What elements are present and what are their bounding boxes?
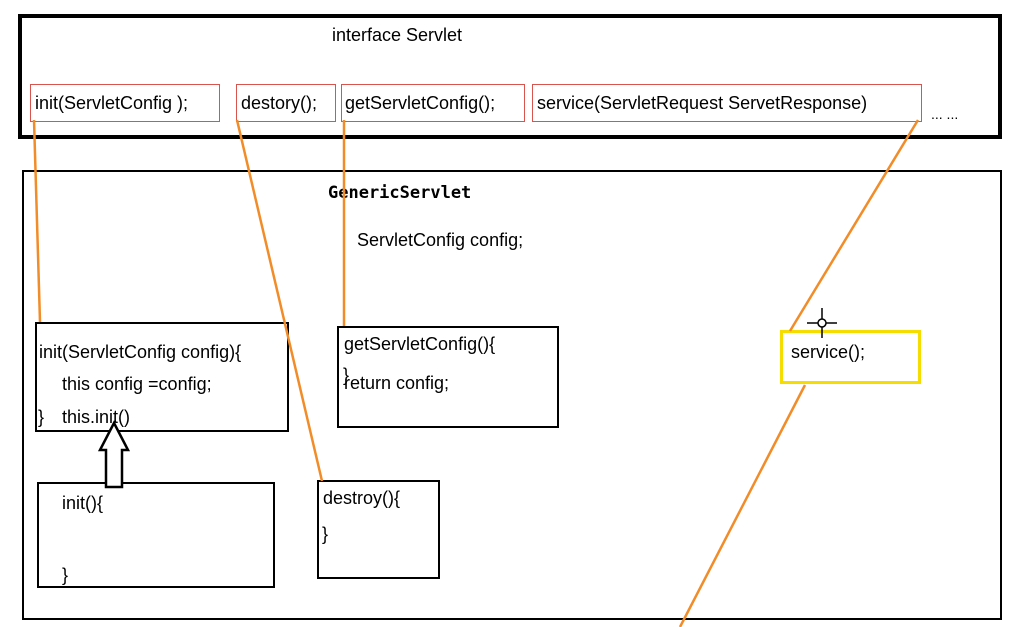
get-config-return: return config; [344, 373, 450, 393]
method-getservletconfig: getServletConfig(); [345, 93, 496, 113]
interface-title: interface Servlet [332, 25, 463, 45]
method-init-box: init(ServletConfig ); [30, 84, 220, 122]
init-config-signature: init(ServletConfig config){ [39, 342, 242, 362]
config-field: ServletConfig config; [357, 230, 524, 250]
get-config-signature: getServletConfig(){ [344, 334, 496, 354]
get-config-box [337, 326, 559, 428]
init-plain-box [37, 482, 275, 588]
method-getservletconfig-box: getServletConfig(); [341, 84, 525, 122]
destroy-signature: destroy(){ [323, 488, 401, 508]
init-plain-signature: init(){ [62, 493, 104, 513]
method-destory: destory(); [241, 93, 318, 113]
destroy-close-brace: } [322, 524, 329, 544]
method-init: init(ServletConfig ); [35, 93, 189, 113]
method-service: service(ServletRequest ServetResponse) [537, 93, 868, 113]
init-plain-close-brace: } [62, 565, 69, 585]
generic-title: GenericServlet [328, 183, 472, 203]
destroy-box [317, 480, 440, 579]
init-config-close-brace: } [38, 407, 45, 427]
generic-servlet-box [22, 170, 1002, 620]
get-config-close-brace: } [343, 365, 350, 385]
methods-ellipsis: ... ... [931, 106, 959, 122]
init-config-assign: this config =config; [62, 374, 212, 394]
service-label: service(); [791, 342, 866, 362]
method-destory-box: destory(); [236, 84, 336, 122]
method-service-box: service(ServletRequest ServetResponse) [532, 84, 922, 122]
interface-servlet-box [18, 14, 1002, 139]
init-config-call-init: this.init() [62, 407, 131, 427]
